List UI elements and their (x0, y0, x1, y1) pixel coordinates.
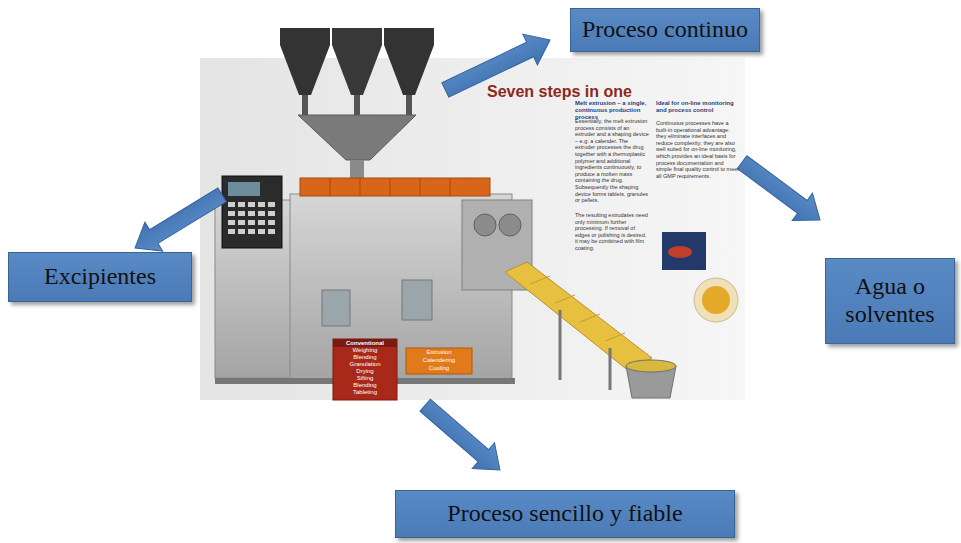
table-cell: Extrusion (406, 349, 472, 356)
comparison-table (333, 339, 472, 400)
illustration-part (330, 178, 450, 196)
illustration-part (330, 178, 331, 196)
collection-bin (626, 360, 676, 398)
illustration-part (298, 115, 416, 160)
illustration-part (228, 211, 235, 216)
illustration-part (238, 211, 245, 216)
illustration-part (414, 392, 511, 483)
body-text: Essentially, the melt extrusion process … (575, 118, 649, 204)
process-box: Proceso sencillo y fiable (395, 490, 735, 538)
illustration-part (609, 348, 612, 390)
illustration-part (268, 211, 275, 216)
illustration-part (384, 28, 434, 95)
illustration-part (406, 348, 472, 374)
illustration-part (238, 229, 245, 234)
extruder-body (215, 176, 532, 384)
illustration-part (222, 176, 282, 248)
table-cell: Weighing (333, 347, 397, 354)
table-cell: Drying (333, 368, 397, 375)
illustration-part (555, 295, 575, 303)
box-label: Excipientes (44, 263, 156, 291)
illustration-part (350, 160, 364, 180)
photo-background (200, 58, 745, 400)
illustration-part (354, 95, 360, 117)
illustration-part (248, 211, 255, 216)
illustration-part (402, 280, 432, 320)
illustration-part (258, 229, 265, 234)
illustration-part (238, 220, 245, 225)
illustration-part (332, 28, 382, 95)
illustration-part (333, 339, 397, 347)
box-label: Agua o solventes (834, 273, 946, 328)
illustration-part (126, 180, 231, 262)
illustration-part (268, 229, 275, 234)
illustration-part (258, 211, 265, 216)
heading: Seven steps in one (487, 82, 652, 101)
illustration-part (268, 202, 275, 207)
block-arrows (126, 25, 830, 483)
table-cell: Calendering (406, 357, 472, 364)
illustration-part (228, 229, 235, 234)
illustration-part (390, 178, 391, 196)
illustration-part (668, 246, 692, 258)
illustration-part (662, 232, 706, 270)
illustration-part (450, 178, 451, 196)
illustration-part (248, 220, 255, 225)
illustration-part (238, 202, 245, 207)
illustration-part (702, 286, 730, 314)
table-header: Conventional (333, 340, 397, 347)
illustration-part (505, 262, 652, 372)
illustration-part (406, 95, 412, 117)
illustration-part (530, 276, 550, 284)
illustration-part (559, 310, 562, 380)
illustration-part (694, 278, 738, 322)
illustration-part (322, 290, 350, 326)
process-box: Excipientes (8, 252, 192, 302)
illustration-part (474, 214, 496, 236)
table-cell: Blending (333, 382, 397, 389)
illustration-part (302, 95, 308, 117)
process-box: Agua o solventes (825, 258, 955, 344)
process-box: Proceso continuo (570, 8, 760, 52)
illustration-part (228, 182, 260, 196)
illustration-part (300, 178, 490, 196)
illustration-part (258, 220, 265, 225)
illustration-part (499, 214, 521, 236)
illustration-part (228, 202, 235, 207)
box-label: Proceso continuo (582, 16, 748, 44)
hoppers (280, 28, 434, 180)
table-cell: Blending (333, 354, 397, 361)
table-cell: Tableting (333, 389, 397, 396)
illustration-part (248, 229, 255, 234)
inset-photos (662, 232, 738, 322)
illustration-part (360, 178, 361, 196)
illustration-part (268, 220, 275, 225)
box-label: Proceso sencillo y fiable (447, 500, 682, 528)
illustration-part (580, 314, 600, 322)
illustration-part (248, 202, 255, 207)
table-cell: Granulation (333, 361, 397, 368)
illustration-part (258, 202, 265, 207)
body-text: The resulting extrudates need only minim… (575, 212, 649, 252)
illustration-part (333, 339, 397, 400)
illustration-part (626, 360, 676, 372)
illustration-part (530, 276, 625, 341)
illustration-part (228, 202, 275, 234)
illustration-part (605, 333, 625, 341)
illustration-part (280, 28, 330, 95)
illustration-part (228, 220, 235, 225)
body-text: Continuous processes have a built-in ope… (656, 120, 740, 179)
subheading: Ideal for on-line monitoring and process… (656, 100, 740, 114)
illustration-part (420, 178, 421, 196)
table-cell: Sifting (333, 375, 397, 382)
table-cell: Cooling (406, 365, 472, 372)
illustration-part (732, 149, 830, 234)
